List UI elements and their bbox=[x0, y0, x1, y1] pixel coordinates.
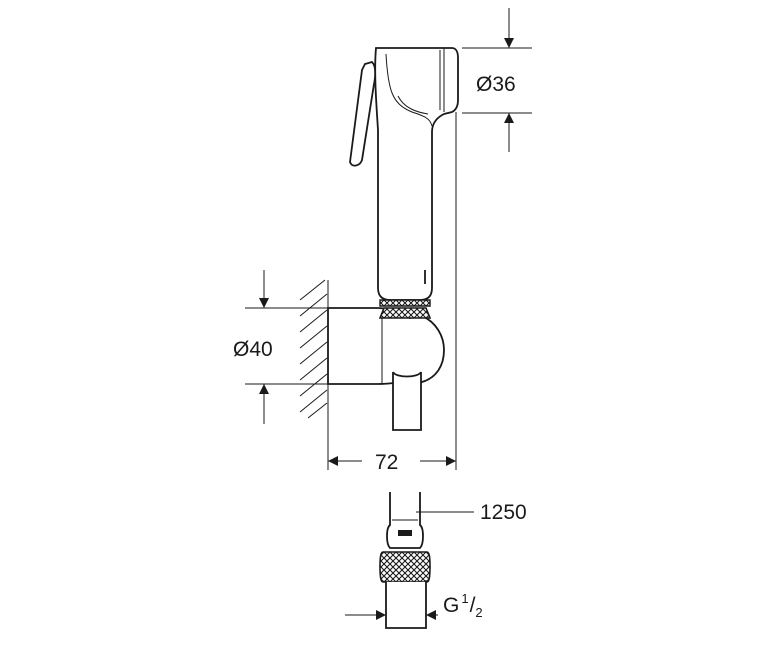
dimension-head-diameter: Ø36 bbox=[462, 8, 532, 152]
hose-upper bbox=[392, 371, 422, 431]
hand-shower bbox=[349, 47, 459, 307]
dimension-holder-diameter: Ø40 bbox=[233, 270, 328, 424]
dimension-hose-length: 1250 bbox=[416, 501, 527, 524]
holder-depth-label: 72 bbox=[375, 451, 398, 474]
wall-holder bbox=[327, 307, 445, 385]
dimension-holder-depth: 72 bbox=[327, 112, 457, 474]
hose-connector bbox=[379, 492, 431, 629]
head-diameter-label: Ø36 bbox=[476, 73, 516, 96]
wall-hatching bbox=[299, 279, 329, 420]
hose-length-label: 1250 bbox=[480, 501, 527, 524]
holder-diameter-label: Ø40 bbox=[233, 338, 273, 361]
